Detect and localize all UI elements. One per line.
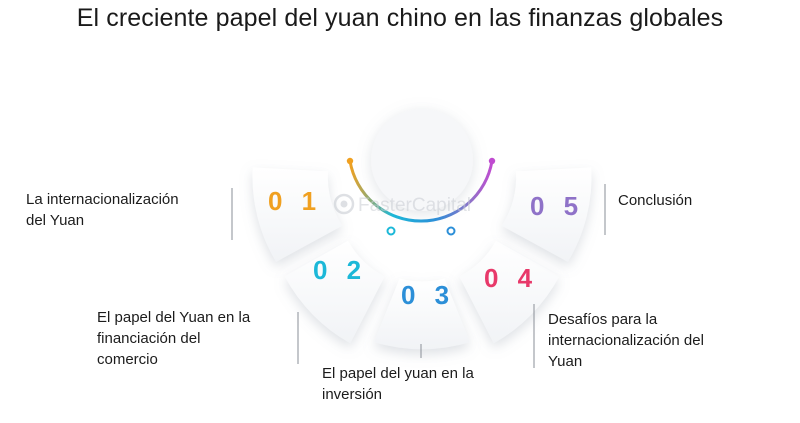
number-05: 0 5 — [530, 191, 584, 221]
label-03: El papel del yuan en la inversión — [322, 363, 474, 405]
number-01: 0 1 — [268, 186, 322, 216]
number-04: 0 4 — [484, 263, 538, 293]
label-02-line-3: comercio — [97, 351, 158, 368]
arc-dot-left — [386, 226, 396, 236]
arc-dot-right — [446, 226, 456, 236]
label-04-line-1: Desafíos para la — [548, 311, 658, 328]
label-05-line-1: Conclusión — [618, 192, 693, 209]
label-03-line-1: El papel del yuan en la — [322, 365, 474, 382]
number-02: 0 2 — [313, 255, 367, 285]
gradient-arc — [348, 159, 494, 223]
label-03-line-2: inversión — [322, 386, 383, 403]
segment-04 — [459, 240, 560, 344]
center-circle — [371, 109, 473, 211]
watermark-logo — [333, 193, 355, 215]
connector-lines — [231, 184, 606, 368]
label-02-line-1: El papel del Yuan en la — [97, 309, 251, 326]
watermark-text: FasterCapital — [358, 195, 471, 216]
label-02: El papel del Yuan en la financiación del… — [97, 307, 250, 370]
segment-02 — [284, 240, 385, 344]
segment-01 — [252, 167, 343, 262]
number-03: 0 3 — [401, 280, 455, 310]
segment-05 — [501, 167, 592, 262]
segment-03 — [374, 278, 470, 350]
label-04: Desafíos para la internacionalización de… — [548, 309, 704, 372]
arc-dot-left-top — [346, 157, 354, 165]
label-02-line-2: financiación del — [97, 330, 201, 347]
label-01-line-2: del Yuan — [26, 212, 85, 229]
label-01: La internacionalización del Yuan — [26, 189, 179, 231]
label-05: Conclusión — [618, 190, 692, 211]
page-title: El creciente papel del yuan chino en las… — [76, 4, 724, 32]
label-04-line-2: internacionalización del — [548, 332, 704, 349]
arc-dot-right-top — [488, 157, 496, 165]
segment-tiles — [252, 167, 592, 350]
label-04-line-3: Yuan — [548, 353, 583, 370]
label-01-line-1: La internacionalización — [26, 191, 179, 208]
